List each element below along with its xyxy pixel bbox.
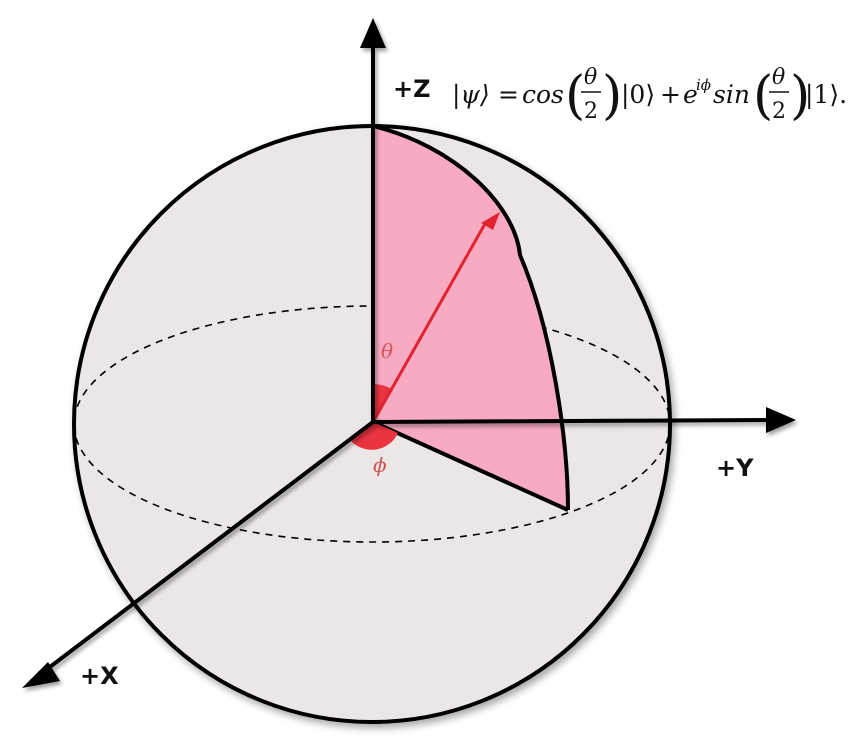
eq-cos-open-paren: ( — [565, 66, 585, 126]
z-axis-arrowhead — [360, 18, 386, 48]
state-equation: |ψ⟩ = cos ( θ 2 ) |0⟩ + e iϕ sin ( θ 2 )… — [452, 65, 847, 126]
eq-sin-two: 2 — [772, 99, 786, 124]
z-axis-label: +Z — [393, 75, 431, 103]
x-axis-arrowhead — [22, 662, 60, 688]
phi-label: ϕ — [373, 453, 387, 477]
state-vector-arrowhead — [481, 212, 500, 230]
eq-sin: sin — [713, 80, 750, 109]
x-axis — [36, 420, 375, 678]
eq-sin-theta: θ — [772, 65, 785, 90]
x-axis-label: +X — [80, 662, 119, 690]
phi-angle-marker — [350, 422, 398, 450]
eq-ket0: |0⟩ — [621, 80, 655, 110]
y-axis — [372, 418, 777, 424]
state-vector — [371, 221, 488, 423]
eq-e: e — [683, 80, 698, 109]
y-axis-arrowhead — [766, 407, 796, 433]
eq-ket1: |1⟩. — [805, 80, 847, 110]
eq-plus: + — [660, 80, 681, 109]
eq-sin-close-paren: ) — [790, 66, 810, 126]
eq-cos-two: 2 — [584, 99, 598, 124]
eq-exponent: iϕ — [696, 76, 711, 94]
eq-cos-close-paren: ) — [602, 66, 622, 126]
eq-lhs: |ψ⟩ — [452, 80, 490, 110]
y-axis-label: +Y — [716, 454, 754, 482]
theta-label: θ — [381, 339, 393, 363]
state-plane-wedge — [373, 126, 568, 510]
meridian-arc — [372, 124, 570, 511]
eq-cos-theta: θ — [584, 65, 597, 90]
eq-equals: = — [498, 80, 519, 109]
projection-line — [372, 420, 569, 512]
eq-sin-open-paren: ( — [753, 66, 773, 126]
equator-dashed — [73, 305, 671, 543]
eq-cos: cos — [522, 80, 564, 109]
